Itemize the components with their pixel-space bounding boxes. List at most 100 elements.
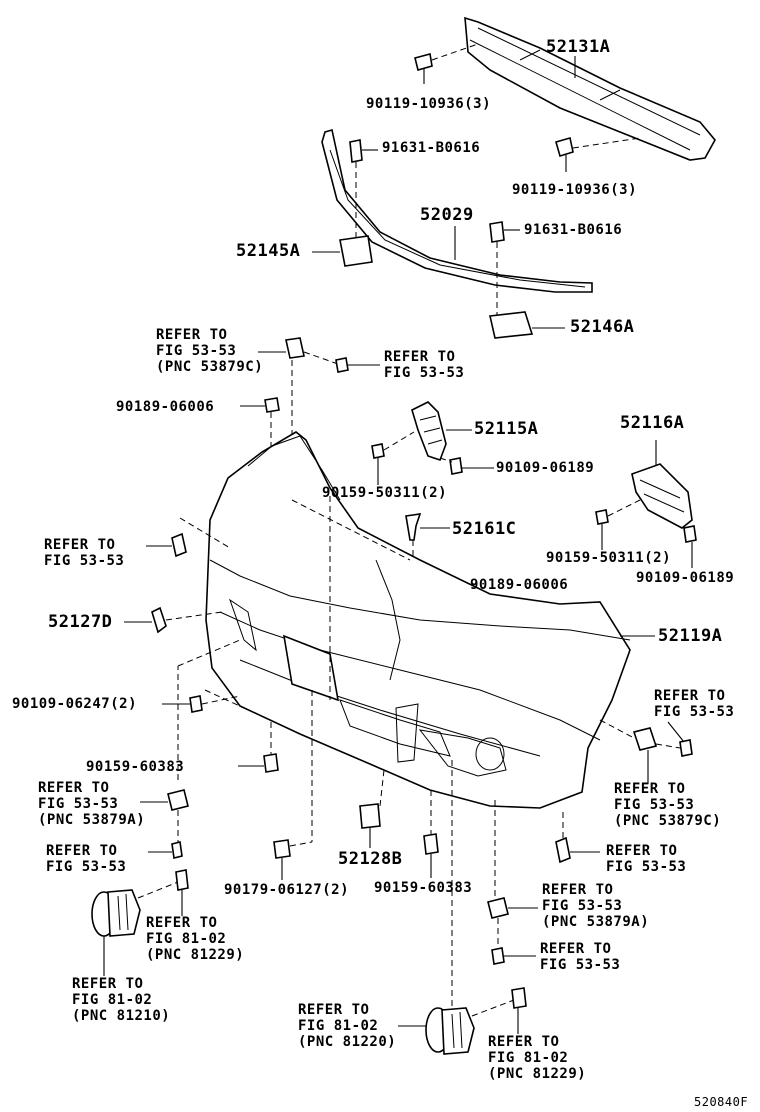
refer-line: FIG 53-53 [540, 957, 621, 973]
refer-line: REFER TO [44, 537, 116, 553]
label-90119-10936-upper: 90119-10936(3) [366, 96, 492, 112]
screw-90159-60383-center[interactable] [423, 833, 439, 855]
clip-53879c-upper[interactable] [258, 337, 305, 359]
refer-box-9: REFER TO FIG 53-53 (PNC 53879A) [542, 882, 649, 930]
clip-53879a-left[interactable] [140, 789, 189, 811]
refer-line: FIG 53-53 [606, 859, 687, 875]
label-52116a: 52116A [620, 413, 685, 433]
label-90109-06189-upper: 90109-06189 [496, 460, 595, 476]
screw-refer-left-lower[interactable] [148, 841, 183, 859]
bracket-52115a[interactable] [411, 401, 472, 462]
refer-line: REFER TO [384, 349, 456, 365]
refer-box-6: REFER TO FIG 53-53 [46, 843, 126, 875]
clip-90179-06127[interactable] [273, 839, 291, 859]
refer-line: FIG 53-53 [46, 859, 127, 875]
label-52145a: 52145A [236, 241, 301, 261]
screw-refer-upper[interactable] [335, 357, 380, 373]
diagram-id: 520840F [694, 1095, 749, 1109]
refer-line: (PNC 81220) [298, 1034, 397, 1050]
label-90159-50311-right: 90159-50311(2) [546, 550, 672, 566]
bracket-52145a[interactable] [312, 235, 373, 267]
screw-refer-center-lower[interactable] [491, 947, 536, 965]
bracket-52146a[interactable] [489, 311, 565, 339]
bulb-left[interactable] [175, 869, 189, 891]
clip-53879a-center[interactable] [487, 897, 538, 919]
screw-90109-06189-upper[interactable] [449, 457, 494, 475]
bulb-right[interactable] [511, 987, 527, 1009]
label-52146a: 52146A [570, 317, 635, 337]
label-90189-06006-lower: 90189-06006 [470, 577, 569, 593]
refer-box-2: REFER TO FIG 53-53 [384, 349, 464, 381]
refer-line: (PNC 53879A) [38, 812, 146, 828]
refer-box-8: REFER TO FIG 53-53 [606, 843, 686, 875]
refer-line: FIG 53-53 [542, 898, 623, 914]
screw-90109-06189-right[interactable] [683, 525, 697, 543]
screw-90109-06247[interactable] [162, 695, 203, 713]
bolt-91631-lower[interactable] [489, 221, 520, 243]
bolt-91631-upper[interactable] [349, 139, 378, 163]
refer-box-11: REFER TO FIG 81-02 (PNC 81229) [146, 915, 244, 963]
refer-line: FIG 81-02 [72, 992, 153, 1008]
clip-refer-left-upper[interactable] [146, 532, 187, 558]
clip-53879c-right[interactable] [632, 727, 658, 784]
label-52119a: 52119A [658, 626, 723, 646]
refer-box-4: REFER TO FIG 53-53 [654, 688, 734, 720]
fog-lamp-left[interactable] [91, 889, 141, 937]
refer-line: REFER TO [46, 843, 118, 859]
refer-line: FIG 81-02 [488, 1050, 569, 1066]
refer-box-10: REFER TO FIG 53-53 [540, 941, 620, 973]
label-90109-06189-right: 90109-06189 [636, 570, 735, 586]
bumper-reinforcement-52131a[interactable] [464, 16, 716, 161]
refer-line: REFER TO [298, 1002, 370, 1018]
refer-line: (PNC 81210) [72, 1008, 171, 1024]
label-90119-10936-lower: 90119-10936(3) [512, 182, 638, 198]
refer-line: FIG 81-02 [146, 931, 227, 947]
refer-box-13: REFER TO FIG 81-02 (PNC 81220) [298, 1002, 396, 1050]
refer-line: (PNC 53879C) [614, 813, 722, 829]
refer-line: FIG 53-53 [156, 343, 237, 359]
label-52128b: 52128B [338, 849, 403, 869]
plug-52127d[interactable] [124, 606, 167, 634]
refer-line: FIG 53-53 [44, 553, 125, 569]
refer-line: (PNC 81229) [488, 1066, 587, 1082]
plate-52128b[interactable] [359, 803, 381, 829]
clip-refer-right-lower[interactable] [555, 836, 600, 864]
refer-line: FIG 53-53 [38, 796, 119, 812]
refer-line: REFER TO [38, 780, 110, 796]
label-90179-06127: 90179-06127(2) [224, 882, 350, 898]
refer-line: (PNC 81229) [146, 947, 245, 963]
label-90109-06247: 90109-06247(2) [12, 696, 138, 712]
refer-box-14: REFER TO FIG 81-02 (PNC 81229) [488, 1034, 586, 1082]
label-52115a: 52115A [474, 419, 539, 439]
refer-line: REFER TO [156, 327, 228, 343]
refer-box-12: REFER TO FIG 81-02 (PNC 81210) [72, 976, 170, 1024]
refer-line: FIG 53-53 [614, 797, 695, 813]
refer-line: (PNC 53879C) [156, 359, 264, 375]
refer-box-3: REFER TO FIG 53-53 [44, 537, 124, 569]
refer-line: REFER TO [606, 843, 678, 859]
refer-line: REFER TO [488, 1034, 560, 1050]
refer-box-7: REFER TO FIG 53-53 (PNC 53879C) [614, 781, 721, 829]
refer-line: REFER TO [542, 882, 614, 898]
label-52131a: 52131A [546, 37, 611, 57]
bolt-90119-right[interactable] [555, 136, 574, 172]
bumper-absorber-52029[interactable] [321, 128, 593, 293]
refer-line: REFER TO [146, 915, 218, 931]
screw-90159-50311-upper[interactable] [371, 443, 385, 459]
clip-52161c[interactable] [405, 513, 450, 541]
refer-line: REFER TO [540, 941, 612, 957]
screw-90159-60383-left[interactable] [238, 753, 279, 773]
refer-line: REFER TO [614, 781, 686, 797]
screw-90159-50311-right[interactable] [595, 509, 609, 525]
refer-box-1: REFER TO FIG 53-53 (PNC 53879C) [156, 327, 263, 375]
refer-line: FIG 81-02 [298, 1018, 379, 1034]
clip-90189-upper[interactable] [240, 397, 280, 413]
refer-line: REFER TO [72, 976, 144, 992]
screw-refer-right-upper[interactable] [667, 721, 693, 757]
bracket-52116a[interactable] [631, 440, 693, 529]
bolt-90119-left[interactable] [414, 53, 433, 84]
label-90159-60383-left: 90159-60383 [86, 759, 185, 775]
label-90189-06006-upper: 90189-06006 [116, 399, 215, 415]
fog-lamp-right[interactable] [425, 1007, 475, 1055]
label-90159-50311-upper: 90159-50311(2) [322, 485, 448, 501]
